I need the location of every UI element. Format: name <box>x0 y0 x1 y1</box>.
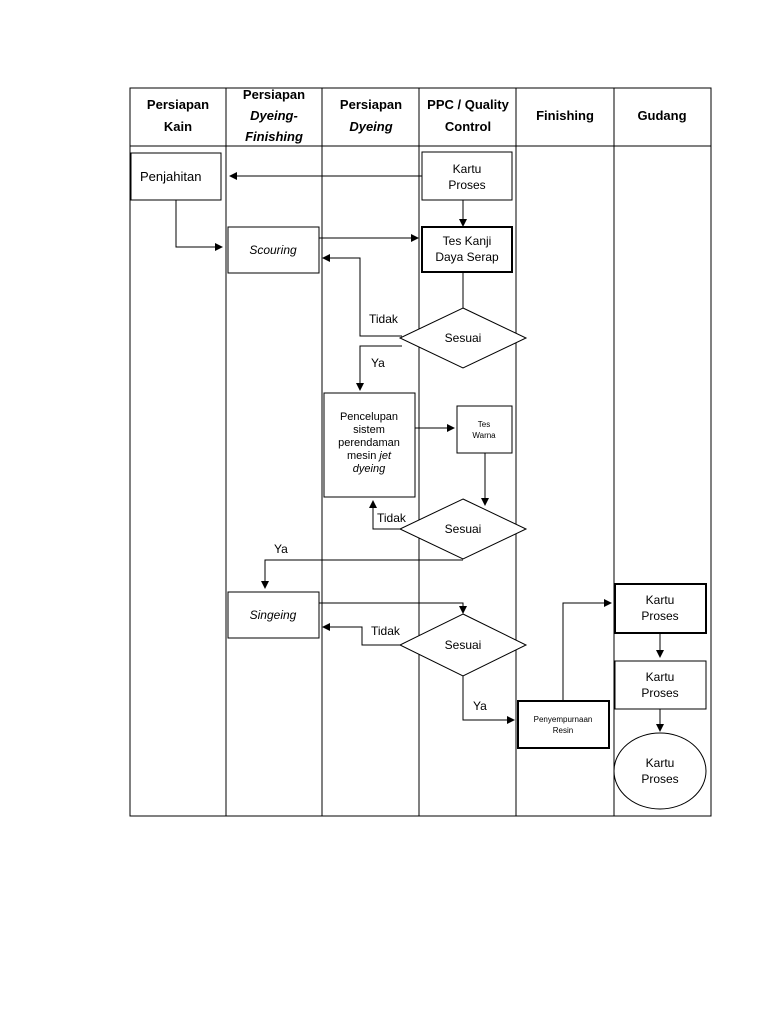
lane-header-persiapan-kain: Persiapan Kain <box>147 97 209 134</box>
arrow-sesuai1-ya-to-pencelupan <box>356 345 402 391</box>
lane-header-persiapan-dyeing-finishing: Persiapan Dyeing- Finishing <box>243 87 305 144</box>
svg-text:PPC / Quality: PPC / Quality <box>427 97 509 112</box>
arrow-singeing-to-sesuai <box>319 602 467 614</box>
svg-text:Resin: Resin <box>553 726 573 735</box>
svg-text:Dyeing: Dyeing <box>349 119 392 134</box>
svg-text:Singeing: Singeing <box>250 608 297 622</box>
arrow-sesuai2-tidak-to-pencelupan <box>369 500 402 530</box>
svg-text:Proses: Proses <box>448 178 485 192</box>
lane-header-gudang: Gudang <box>637 108 686 123</box>
svg-text:Kartu: Kartu <box>646 756 675 770</box>
svg-text:Warna: Warna <box>472 431 496 440</box>
arrow-penyempurnaan-to-kartu <box>562 599 612 701</box>
node-scouring: Scouring <box>227 226 320 274</box>
arrow-sesuai1-tidak-to-scouring <box>322 254 402 337</box>
svg-text:Kartu: Kartu <box>453 162 482 176</box>
node-kartu-proses-1: Kartu Proses <box>421 151 513 201</box>
arrow-sesuai2-ya-to-singeing <box>261 559 463 589</box>
svg-text:Proses: Proses <box>641 609 678 623</box>
edge-label-tidak: Tidak <box>371 624 401 638</box>
svg-text:Pencelupan: Pencelupan <box>340 411 398 423</box>
svg-text:Dyeing-: Dyeing- <box>250 108 298 123</box>
svg-text:dyeing: dyeing <box>353 463 386 475</box>
svg-text:sistem: sistem <box>353 424 385 436</box>
edge-label-ya: Ya <box>274 542 288 556</box>
svg-text:Penjahitan: Penjahitan <box>140 169 201 184</box>
lane-header-persiapan-dyeing: Persiapan Dyeing <box>340 97 402 134</box>
svg-text:Proses: Proses <box>641 772 678 786</box>
node-kartu-proses-3: Kartu Proses <box>614 660 707 710</box>
arrow-sesuai3-tidak-to-singeing <box>322 623 402 646</box>
arrow-penjahitan-to-scouring <box>175 200 223 251</box>
svg-text:Scouring: Scouring <box>249 243 297 257</box>
node-singeing: Singeing <box>227 591 320 639</box>
node-tes-warna: Tes Warna <box>456 405 513 454</box>
edge-label-ya: Ya <box>473 699 487 713</box>
lane-header-finishing: Finishing <box>536 108 594 123</box>
svg-text:Sesuai: Sesuai <box>445 522 482 536</box>
edge-label-ya: Ya <box>371 356 385 370</box>
node-kartu-proses-4: Kartu Proses <box>613 732 707 810</box>
svg-text:Daya Serap: Daya Serap <box>435 250 499 264</box>
svg-text:Kartu: Kartu <box>646 670 675 684</box>
svg-text:Persiapan: Persiapan <box>340 97 402 112</box>
edge-label-tidak: Tidak <box>369 312 399 326</box>
swimlane-frame <box>129 87 712 817</box>
svg-text:Sesuai: Sesuai <box>445 331 482 345</box>
edge-label-tidak: Tidak <box>377 511 407 525</box>
svg-text:perendaman: perendaman <box>338 437 400 449</box>
svg-text:Kain: Kain <box>164 119 192 134</box>
svg-text:Tes: Tes <box>478 420 490 429</box>
node-kartu-proses-2: Kartu Proses <box>614 583 707 634</box>
node-sesuai-3: Sesuai <box>398 613 528 677</box>
node-sesuai-2: Sesuai <box>398 498 528 560</box>
svg-text:Proses: Proses <box>641 686 678 700</box>
node-sesuai-1: Sesuai <box>398 307 528 369</box>
svg-text:Control: Control <box>445 119 491 134</box>
svg-text:Tes Kanji: Tes Kanji <box>443 234 492 248</box>
lane-header-ppc-quality-control: PPC / Quality Control <box>427 97 509 134</box>
svg-text:Kartu: Kartu <box>646 593 675 607</box>
svg-text:Persiapan: Persiapan <box>147 97 209 112</box>
svg-text:Finishing: Finishing <box>245 129 303 144</box>
svg-text:Penyempurnaan: Penyempurnaan <box>534 715 593 724</box>
node-penyempurnaan-resin: Penyempurnaan Resin <box>517 700 610 749</box>
node-pencelupan: Pencelupan sistem perendaman mesin jet d… <box>323 392 416 498</box>
node-tes-kanji-daya-serap: Tes Kanji Daya Serap <box>421 226 513 273</box>
arrow-sesuai3-ya-to-penyempurnaan <box>462 676 515 724</box>
svg-text:Persiapan: Persiapan <box>243 87 305 102</box>
svg-text:mesin jet: mesin jet <box>347 450 392 462</box>
svg-text:Sesuai: Sesuai <box>445 638 482 652</box>
node-penjahitan: Penjahitan <box>130 152 222 201</box>
